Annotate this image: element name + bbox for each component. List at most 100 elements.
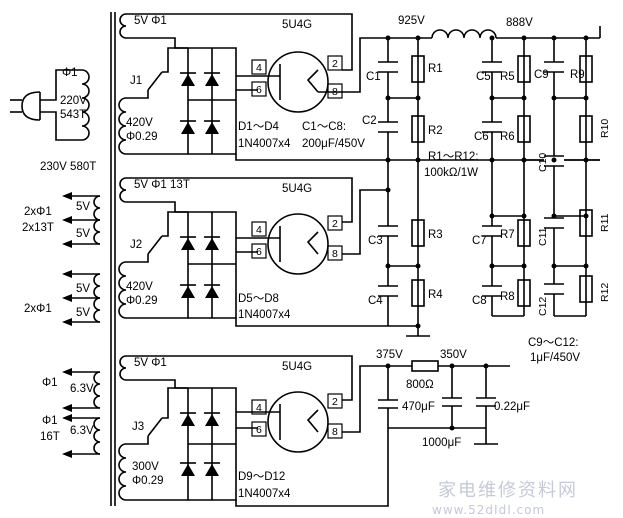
- s2-diodes-label: D5～D8: [238, 293, 279, 305]
- label-c12: C12: [537, 297, 549, 316]
- s1-filament-label: 5V Φ1: [134, 15, 167, 27]
- winding4-volt: 6.3V: [70, 425, 94, 437]
- label-r11: R11: [599, 213, 611, 232]
- resistors-range: R1～R12:: [428, 151, 479, 163]
- s3-pin4: 4: [256, 402, 262, 414]
- label-c4: C4: [368, 295, 383, 307]
- resistor-r11: [579, 209, 593, 237]
- label-r2: R2: [428, 125, 443, 137]
- label-r1: R1: [428, 63, 443, 75]
- transformer-core: [110, 12, 116, 506]
- resistor-r3: [411, 219, 425, 247]
- winding4-turns: 16T: [40, 431, 60, 443]
- capacitor-c9: [544, 61, 564, 73]
- resistor-r8: [517, 279, 531, 307]
- s3-pin6: 6: [256, 424, 262, 436]
- s3-hv-wire: Φ0.29: [132, 475, 164, 487]
- winding1-turns: 2x13T: [22, 222, 54, 234]
- s1-diode-type: 1N4007x4: [238, 138, 291, 150]
- winding1-volt-b: 5V: [76, 228, 90, 240]
- winding4-phi: Φ1: [42, 415, 58, 427]
- lv-output-filter: [378, 360, 510, 445]
- rectifier-1: [118, 13, 388, 161]
- label-c7: C7: [472, 235, 487, 247]
- s1-hv-volt: 420V: [126, 117, 153, 129]
- resistor-r7: [517, 219, 531, 247]
- s3-pin8: 8: [332, 426, 338, 438]
- s1-hv-wire: Φ0.29: [126, 131, 158, 143]
- c9-value: 1μF/450V: [530, 352, 580, 364]
- lv-cap-a: 470μF: [402, 401, 435, 413]
- left-winding-4: [62, 414, 101, 458]
- hv-filter-bank: [387, 26, 601, 337]
- capacitor-c2: [378, 121, 398, 133]
- lv-resistor-value: 800Ω: [406, 379, 434, 391]
- junction-dots: [385, 35, 589, 329]
- label-r12: R12: [599, 283, 611, 302]
- resistor-800: [411, 360, 439, 372]
- s1-diodes-label: D1～D4: [238, 121, 280, 133]
- s2-filament-label: 5V Φ1 13T: [134, 179, 190, 191]
- winding2-volt-b: 5V: [76, 307, 90, 319]
- capacitor-c6: [482, 121, 502, 133]
- primary-voltage-label: 220V: [60, 95, 87, 107]
- s2-pin2: 2: [332, 218, 338, 230]
- resistor-r2: [411, 115, 425, 143]
- label-r9: R9: [570, 69, 585, 81]
- s3-switch-label: J3: [132, 421, 144, 433]
- s2-diode-type: 1N4007x4: [238, 309, 291, 321]
- label-c8: C8: [472, 295, 487, 307]
- resistor-r9: [579, 55, 593, 83]
- label-r10: R10: [599, 119, 611, 138]
- resistor-r4: [411, 279, 425, 307]
- s2-tube-label: 5U4G: [282, 183, 312, 195]
- s3-pin2: 2: [332, 396, 338, 408]
- capacitor-c12: [544, 283, 564, 295]
- winding1-volt-a: 5V: [76, 201, 90, 213]
- s3-diodes-label: D9～D12: [238, 471, 285, 483]
- s1-pin6: 6: [256, 84, 262, 96]
- capacitor-c11: [544, 217, 564, 229]
- label-r4: R4: [428, 289, 443, 301]
- s2-hv-wire: Φ0.29: [126, 295, 158, 307]
- left-winding-2: [62, 270, 101, 326]
- resistors-value: 100kΩ/1W: [424, 167, 478, 179]
- s2-pin8: 8: [332, 248, 338, 260]
- label-r3: R3: [428, 229, 443, 241]
- left-winding-1: [62, 192, 101, 248]
- lv-in-voltage: 375V: [376, 349, 403, 361]
- s2-pin6: 6: [256, 246, 262, 258]
- resistor-r6: [517, 115, 531, 143]
- label-r5: R5: [500, 71, 515, 83]
- s2-pin4: 4: [256, 224, 262, 236]
- left-winding-3: [62, 368, 101, 412]
- hv-in-voltage: 925V: [398, 15, 425, 27]
- label-c6: C6: [474, 131, 489, 143]
- lv-out-voltage: 350V: [440, 349, 467, 361]
- winding3-volt: 6.3V: [70, 383, 94, 395]
- s1-pin2: 2: [332, 58, 338, 70]
- resistor-r12: [579, 275, 593, 303]
- s3-filament-label: 5V Φ1: [134, 357, 167, 369]
- rectifier-2: [118, 177, 388, 327]
- watermark-url: www.52dIdI.com: [432, 503, 545, 517]
- label-c2: C2: [362, 115, 377, 127]
- winding1-phi: 2xΦ1: [24, 206, 52, 218]
- s2-switch-label: J2: [130, 239, 142, 251]
- secondary-header: 230V 580T: [40, 161, 96, 173]
- rectifier-3: [118, 355, 389, 507]
- s3-diode-type: 1N4007x4: [238, 488, 291, 500]
- capacitors: [378, 61, 564, 297]
- s3-tube-label: 5U4G: [282, 361, 312, 373]
- resistor-r5: [517, 55, 531, 83]
- label-r6: R6: [500, 131, 515, 143]
- capacitor-c7: [482, 225, 502, 237]
- capacitor-c5: [482, 61, 502, 73]
- s1-pin8: 8: [332, 86, 338, 98]
- watermark-cn: 家电维修资料网: [438, 480, 578, 501]
- label-c1: C1: [366, 71, 381, 83]
- winding2-volt-a: 5V: [76, 283, 90, 295]
- s3-hv-volt: 300V: [132, 461, 159, 473]
